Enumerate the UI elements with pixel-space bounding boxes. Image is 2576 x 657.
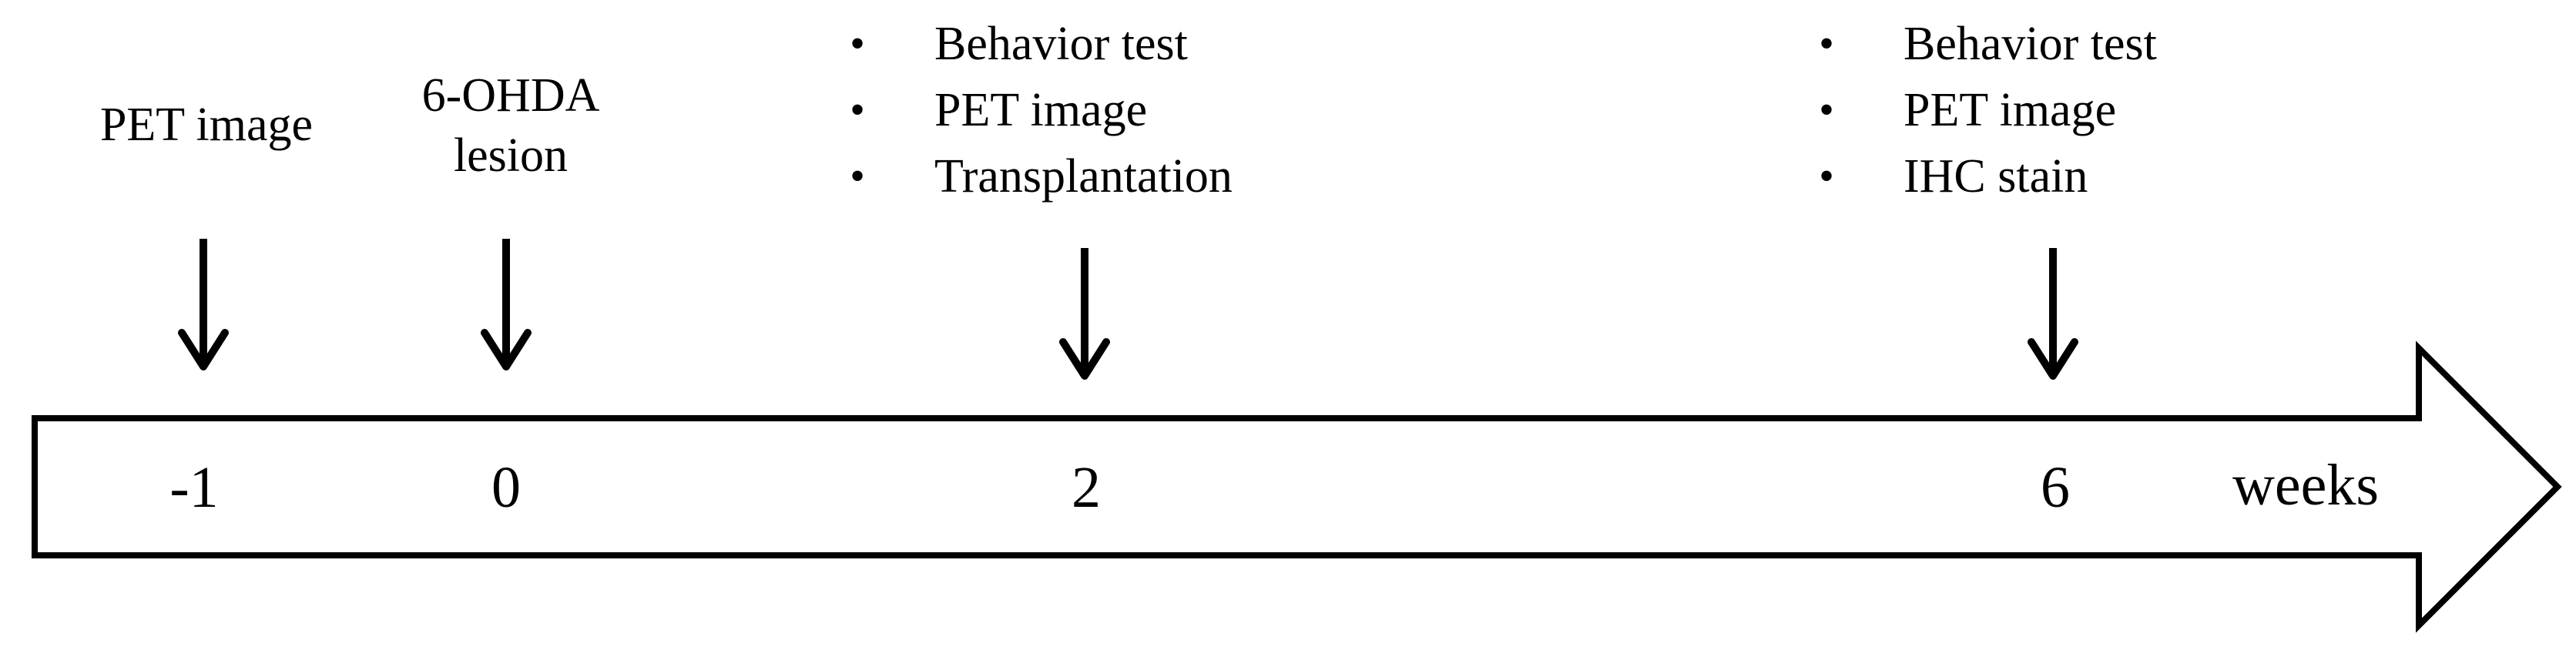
timeline-unit-label: weeks <box>2232 453 2379 518</box>
bullet-icon: • <box>1819 153 1834 200</box>
list-item-text: PET image <box>934 84 1148 136</box>
down-arrow-icon <box>1059 248 1110 380</box>
event-label-lesion-line2: lesion <box>453 129 569 182</box>
event-label-pet-before: PET image <box>99 99 314 151</box>
bullet-icon: • <box>1819 86 1834 134</box>
tick-label-week-0: 0 <box>491 455 521 520</box>
bullet-icon: • <box>850 20 865 68</box>
list-item-text: IHC stain <box>1903 150 2088 203</box>
bullet-icon: • <box>850 86 865 134</box>
list-item: • PET image <box>846 77 1233 143</box>
down-arrow-icon <box>2028 248 2078 380</box>
list-item-text: Behavior test <box>1903 18 2157 70</box>
list-item-text: Transplantation <box>934 150 1233 203</box>
timeline-axis-arrow <box>32 340 2562 633</box>
list-item-text: PET image <box>1903 84 2117 136</box>
list-item: • PET image <box>1815 77 2157 143</box>
list-item: • IHC stain <box>1815 143 2157 210</box>
tick-label-week-minus1: -1 <box>169 455 219 520</box>
list-item: • Behavior test <box>1815 11 2157 77</box>
bullet-icon: • <box>1819 20 1834 68</box>
list-item: • Behavior test <box>846 11 1233 77</box>
down-arrow-icon <box>481 239 532 370</box>
bullet-icon: • <box>850 153 865 200</box>
list-item: • Transplantation <box>846 143 1233 210</box>
tick-label-week-6: 6 <box>2041 455 2070 520</box>
event-label-lesion: 6-OHDA lesion <box>422 66 600 186</box>
down-arrow-icon <box>178 239 229 370</box>
tick-label-week-2: 2 <box>1072 455 1101 520</box>
event-label-lesion-line1: 6-OHDA <box>421 69 600 122</box>
list-item-text: Behavior test <box>934 18 1188 70</box>
event-list-week6: • Behavior test • PET image • IHC stain <box>1815 11 2157 210</box>
event-list-week2: • Behavior test • PET image • Transplant… <box>846 11 1233 210</box>
